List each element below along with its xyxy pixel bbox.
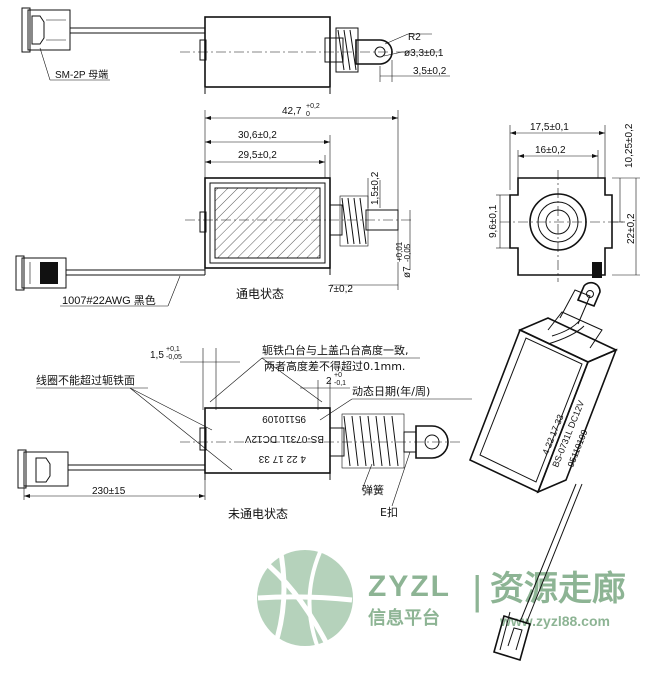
connector-bottom [17,449,69,489]
spring-bottom [341,413,405,469]
yoke-height-note-line2: 两者高度差不得超过0.1mm. [264,359,405,373]
watermark-url: www.zyzl88.com [499,613,610,629]
printed-label: 4 22 17 33 BS-0731L DC12V 95110109 [245,413,324,464]
iso-body: 4 22 17 33 BS-0731L DC12V 95110109 [468,311,618,494]
eclip-label: E扣 [380,505,398,519]
spring-label: 弹簧 [362,483,384,497]
inner-width-dimension: 16±0,2 [535,145,566,156]
top-view: R2 ø3,3±0,1 3,5±0,2 SM-2P 母端 [21,7,450,94]
iso-connector [493,611,531,662]
coil-winding [214,187,321,259]
height-dimension: 10,25±0,2 [624,123,635,168]
watermark: ZYZL | 资源走廊 信息平台 www.zyzl88.com [257,547,626,652]
plunger-tab-top [355,39,393,65]
tail-length-dimension: 7±0,2 [328,284,353,295]
watermark-brand: ZYZL [368,570,451,603]
watermark-title: 资源走廊 [490,569,626,609]
hole-height-dimension: 9,6±0,1 [488,204,499,238]
watermark-logo-icon [257,547,353,652]
front-view: 42,7 +0,2 0 30,6±0,2 29,5±0,2 1,5±0,2 ø7… [15,103,413,307]
connector-top [21,7,71,53]
spring-front [339,195,369,247]
gap-tolerance-upper: +0,1 [166,346,180,353]
connector-front [15,255,67,291]
small-gap-tolerance-upper: +0 [334,372,342,379]
iso-lead-wire [519,483,583,625]
plunger-diameter-dimension: ø7 [402,266,413,278]
gap-tolerance-lower: -0,05 [166,354,182,361]
small-gap-dimension: 2 [326,376,332,387]
width-dimension: 17,5±0,1 [530,122,569,133]
gap-dimension: 1,5 [150,350,164,361]
overall-length-tolerance-upper: +0,2 [306,103,320,110]
side-view: 17,5±0,1 16±0,2 10,25±0,2 22±0,2 9,6±0,1 [488,122,640,282]
print-part-number: 95110109 [262,413,306,424]
watermark-subtitle: 信息平台 [368,607,440,629]
overall-length-dimension: 42,7 [282,106,302,117]
date-code-note: 动态日期(年/周) [352,384,430,398]
de-energized-caption: 未通电状态 [228,507,288,521]
coil-length-dimension: 29,5±0,2 [238,150,277,161]
hole-offset-dimension: 3,5±0,2 [413,66,447,77]
wire-spec-label: 1007#22AWG 黑色 [62,293,156,307]
hole-diameter-dimension: ø3,3±0,1 [404,48,444,59]
spring-top [335,27,359,73]
iso-plunger-tab [547,281,601,345]
lead-length-dimension: 230±15 [92,486,126,497]
frame-length-dimension: 30,6±0,2 [238,130,277,141]
energized-caption: 通电状态 [236,287,284,301]
plunger-diameter-tolerance-upper: +0,01 [395,241,404,262]
plunger-tab-bottom [415,425,449,459]
radius-dimension: R2 [408,32,421,43]
coil-limit-note: 线圈不能超过轭铁面 [36,373,135,387]
stroke-dimension: 1,5±0,2 [370,171,381,205]
watermark-separator: | [472,569,482,613]
total-height-dimension: 22±0,2 [626,213,637,244]
print-model: BS-0731L DC12V [245,433,324,444]
yoke-height-note-line1: 轭铁凸台与上盖凸台高度一致, [262,343,409,357]
small-gap-tolerance-lower: -0,1 [334,380,346,387]
connector-label: SM-2P 母端 [55,68,108,81]
print-date-code: 4 22 17 33 [258,453,306,464]
plunger-diameter-tolerance-lower: -0,05 [403,243,412,262]
bottom-view: 1,5 +0,1 -0,05 2 +0 -0,1 轭铁凸台与上盖凸台高度一致, … [17,343,472,521]
side-frame [509,177,613,276]
overall-length-tolerance-lower: 0 [306,111,310,118]
